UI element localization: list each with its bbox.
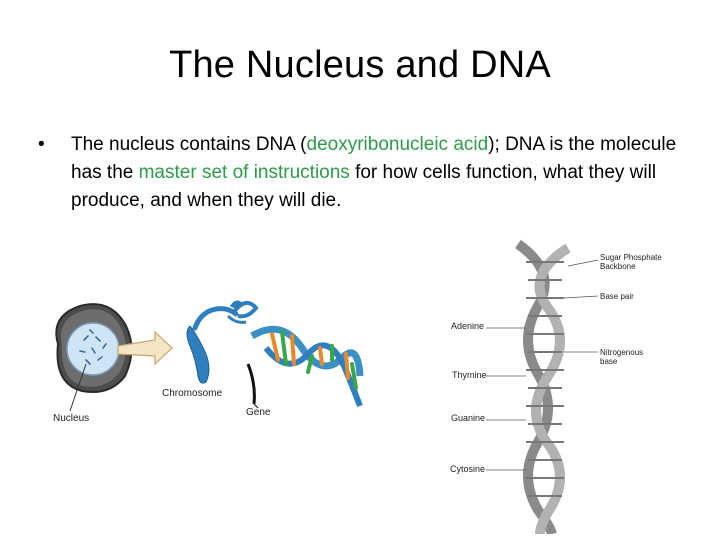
dna-figure: Nucleus Chromosome Gene Adenine Thymine … xyxy=(40,236,680,534)
label-base-pair: Base pair xyxy=(600,292,634,301)
chromosome-graphic xyxy=(186,300,259,384)
bullet-marker: • xyxy=(38,134,45,155)
bullet-text-part1: The nucleus contains DNA ( xyxy=(71,134,307,155)
gene-helix-graphic xyxy=(246,325,364,409)
label-nucleus: Nucleus xyxy=(53,413,90,424)
label-thymine: Thymine xyxy=(452,370,487,380)
label-sugar-phosphate-backbone: Sugar Phosphate Backbone xyxy=(600,253,662,271)
label-adenine: Adenine xyxy=(451,321,485,331)
slide-title: The Nucleus and DNA xyxy=(169,44,551,86)
label-gene: Gene xyxy=(246,407,271,418)
cell-graphic xyxy=(55,303,133,412)
dna-double-helix-graphic xyxy=(486,239,599,534)
label-guanine: Guanine xyxy=(451,413,486,423)
bullet-text: The nucleus contains DNA (deoxyribonucle… xyxy=(71,131,688,215)
highlight-master-set: master set of instructions xyxy=(138,162,350,183)
label-chromosome: Chromosome xyxy=(162,388,223,399)
label-cytosine: Cytosine xyxy=(450,464,486,474)
highlight-deoxyribonucleic-acid: deoxyribonucleic acid xyxy=(306,134,489,155)
dna-illustration xyxy=(55,239,599,534)
bullet-text-part3: for how cells function, what they will p… xyxy=(71,162,657,211)
bullet-text-part2: ); DNA is the molecule has the xyxy=(71,134,677,183)
bullet-item: • The nucleus contains DNA (deoxyribonuc… xyxy=(38,131,688,215)
arrow-graphic xyxy=(117,330,173,366)
label-nitrogenous-base: Nitrogenous base xyxy=(600,348,644,366)
